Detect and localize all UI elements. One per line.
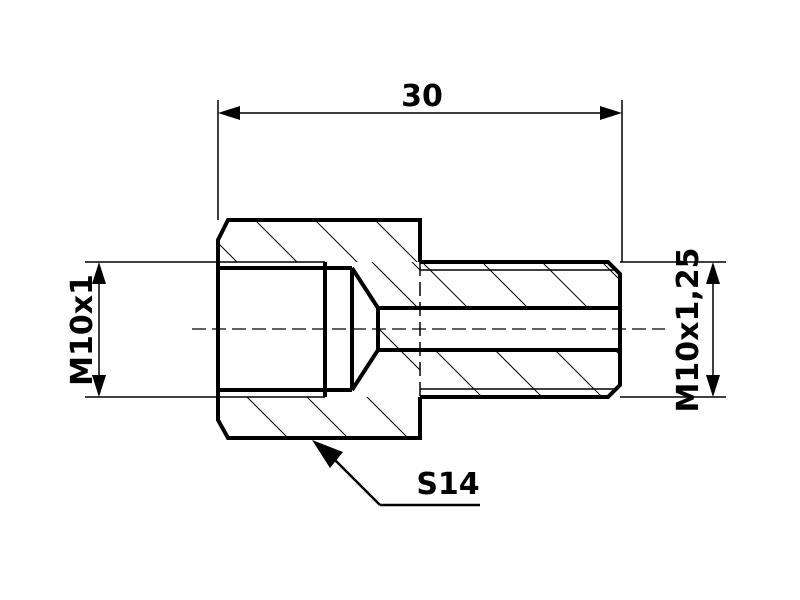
dimension-s14-label: S14	[416, 467, 479, 502]
dimension-30-label: 30	[401, 79, 443, 114]
dimension-left-thread: M10x1	[65, 261, 218, 398]
section-hatching	[218, 220, 620, 438]
dimension-m10x125-label: M10x1,25	[671, 248, 706, 413]
dimension-overall-length: 30	[217, 79, 623, 262]
dimension-m10x1-label: M10x1	[65, 274, 100, 386]
leader-hex-size: S14	[312, 440, 480, 507]
dimension-right-thread: M10x1,25	[620, 248, 726, 413]
